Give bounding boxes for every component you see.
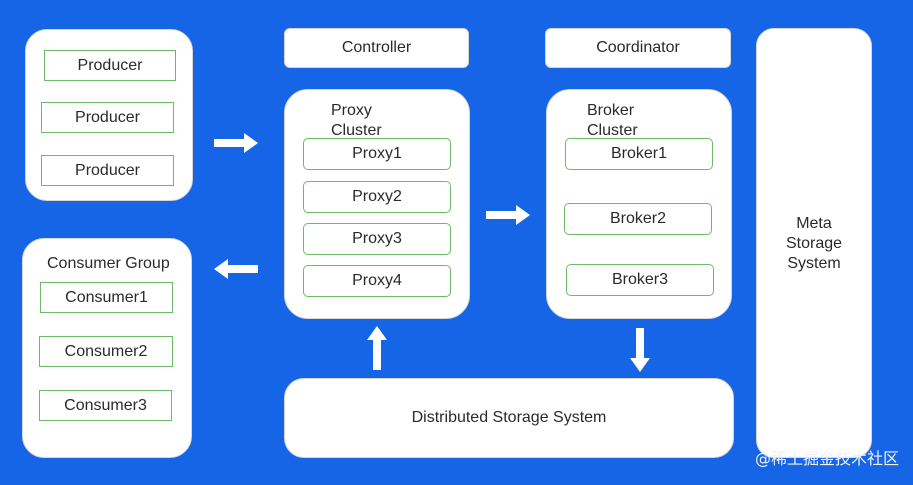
broker-cluster-title-line1: Broker (587, 102, 635, 119)
distributed-storage-panel: Distributed Storage System (284, 378, 734, 458)
broker-box-2: Broker2 (564, 203, 712, 235)
broker-box-3: Broker3 (566, 264, 714, 296)
proxy-box-3: Proxy3 (303, 223, 451, 255)
proxy-cluster-title-line2: Cluster (331, 122, 382, 139)
proxy-box-1: Proxy1 (303, 138, 451, 170)
broker-cluster-panel: Broker Cluster Broker1 Broker2 Broker3 (546, 89, 732, 319)
proxy-cluster-panel: Proxy Cluster Proxy1 Proxy2 Proxy3 Proxy… (284, 89, 470, 319)
watermark-text: @稀土掘金技术社区 (754, 449, 899, 468)
arrow-up-storage-to-proxy (367, 326, 387, 370)
proxy-box-4: Proxy4 (303, 265, 451, 297)
arrow-down-broker-to-storage (630, 328, 650, 372)
consumer-box-2: Consumer2 (39, 336, 173, 367)
arrow-left-proxy-to-consumers (214, 259, 258, 279)
producers-panel: Producer Producer Producer (25, 29, 193, 201)
proxy-cluster-title-line1: Proxy (331, 102, 372, 119)
consumer-box-3: Consumer3 (39, 390, 172, 421)
controller-box: Controller (284, 28, 469, 68)
consumer-box-1: Consumer1 (40, 282, 173, 313)
producer-box-2: Producer (41, 102, 174, 133)
distributed-storage-label: Distributed Storage System (411, 409, 607, 426)
producer-box-3: Producer (41, 155, 174, 186)
consumer-group-title: Consumer Group (47, 255, 170, 272)
meta-storage-line2: Storage (785, 235, 843, 252)
arrow-right-producers-to-proxy (214, 133, 258, 153)
broker-cluster-title-line2: Cluster (587, 122, 638, 139)
meta-storage-panel: Meta Storage System (756, 28, 872, 458)
proxy-box-2: Proxy2 (303, 181, 451, 213)
meta-storage-line1: Meta (796, 215, 832, 232)
arrow-right-proxy-to-broker (486, 205, 530, 225)
coordinator-box: Coordinator (545, 28, 731, 68)
broker-box-1: Broker1 (565, 138, 713, 170)
meta-storage-label: Meta Storage System (757, 214, 871, 274)
producer-box-1: Producer (44, 50, 176, 81)
meta-storage-line3: System (787, 255, 841, 272)
consumer-group-panel: Consumer Group Consumer1 Consumer2 Consu… (22, 238, 192, 458)
